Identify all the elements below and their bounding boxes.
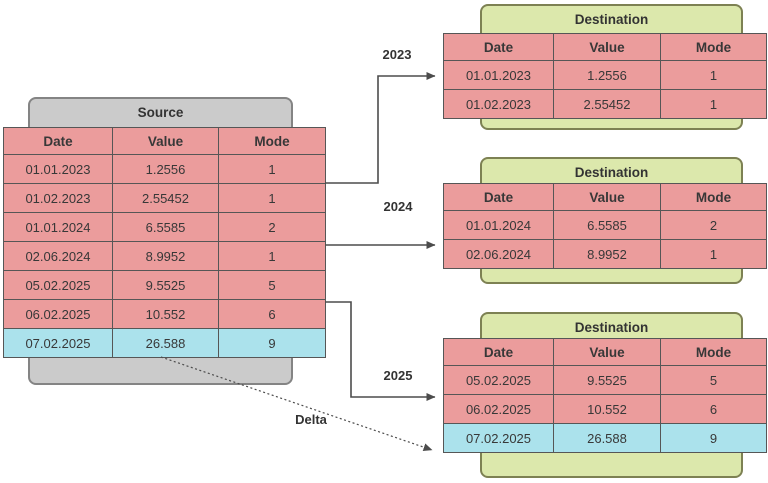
cell-date: 07.02.2025 xyxy=(3,328,113,358)
column-header-mode: Mode xyxy=(218,127,326,155)
cell-value: 2.55452 xyxy=(112,183,219,213)
cell-mode: 9 xyxy=(218,328,326,358)
arrow-label-2025: 2025 xyxy=(383,368,413,383)
cell-mode: 6 xyxy=(218,299,326,329)
cell-date: 01.02.2023 xyxy=(3,183,113,213)
cell-value: 1.2556 xyxy=(112,154,219,184)
table-row: 06.02.2025 10.552 6 xyxy=(443,394,767,424)
cell-date: 07.02.2025 xyxy=(443,423,554,453)
source-header-row: Date Value Mode xyxy=(3,127,326,155)
destination-2025-table: Date Value Mode 05.02.2025 9.5525 5 06.0… xyxy=(443,338,767,453)
source-table: Date Value Mode 01.01.2023 1.2556 1 01.0… xyxy=(3,127,326,358)
cell-date: 05.02.2025 xyxy=(443,365,554,395)
cell-mode: 1 xyxy=(218,183,326,213)
cell-mode: 2 xyxy=(660,210,767,240)
destination-2023-table: Date Value Mode 01.01.2023 1.2556 1 01.0… xyxy=(443,33,767,119)
cell-mode: 1 xyxy=(660,89,767,119)
cell-mode: 6 xyxy=(660,394,767,424)
destination-header-row: Date Value Mode xyxy=(443,33,767,61)
cell-date: 01.01.2024 xyxy=(3,212,113,242)
column-header-mode: Mode xyxy=(660,183,767,211)
cell-mode: 1 xyxy=(218,154,326,184)
table-row: 06.02.2025 10.552 6 xyxy=(3,299,326,329)
cell-date: 02.06.2024 xyxy=(3,241,113,271)
source-container-title: Source xyxy=(137,105,184,120)
cell-date: 05.02.2025 xyxy=(3,270,113,300)
arrow-label-2024: 2024 xyxy=(383,199,413,214)
column-header-date: Date xyxy=(3,127,113,155)
destination-2024-table: Date Value Mode 01.01.2024 6.5585 2 02.0… xyxy=(443,183,767,269)
table-row: 02.06.2024 8.9952 1 xyxy=(3,241,326,271)
destination-2023-title: Destination xyxy=(574,12,649,27)
arrow-label-2023: 2023 xyxy=(382,47,412,62)
destination-header-row: Date Value Mode xyxy=(443,183,767,211)
cell-date: 01.01.2024 xyxy=(443,210,554,240)
column-header-value: Value xyxy=(553,183,661,211)
table-row: 05.02.2025 9.5525 5 xyxy=(3,270,326,300)
cell-mode: 5 xyxy=(218,270,326,300)
table-row: 01.01.2024 6.5585 2 xyxy=(3,212,326,242)
column-header-value: Value xyxy=(553,33,661,61)
table-row-highlighted: 07.02.2025 26.588 9 xyxy=(443,423,767,453)
column-header-date: Date xyxy=(443,33,554,61)
table-row: 05.02.2025 9.5525 5 xyxy=(443,365,767,395)
cell-value: 9.5525 xyxy=(553,365,661,395)
table-row-highlighted: 07.02.2025 26.588 9 xyxy=(3,328,326,358)
cell-date: 06.02.2025 xyxy=(3,299,113,329)
column-header-date: Date xyxy=(443,338,554,366)
cell-mode: 5 xyxy=(660,365,767,395)
cell-value: 6.5585 xyxy=(112,212,219,242)
destination-2025-title: Destination xyxy=(574,320,649,335)
cell-value: 26.588 xyxy=(112,328,219,358)
table-row: 01.01.2023 1.2556 1 xyxy=(443,60,767,90)
cell-value: 10.552 xyxy=(553,394,661,424)
cell-date: 06.02.2025 xyxy=(443,394,554,424)
cell-mode: 1 xyxy=(660,239,767,269)
table-row: 01.01.2023 1.2556 1 xyxy=(3,154,326,184)
column-header-date: Date xyxy=(443,183,554,211)
cell-value: 1.2556 xyxy=(553,60,661,90)
column-header-mode: Mode xyxy=(660,338,767,366)
table-row: 01.02.2023 2.55452 1 xyxy=(3,183,326,213)
table-row: 01.02.2023 2.55452 1 xyxy=(443,89,767,119)
cell-value: 9.5525 xyxy=(112,270,219,300)
cell-date: 01.02.2023 xyxy=(443,89,554,119)
cell-mode: 9 xyxy=(660,423,767,453)
column-header-value: Value xyxy=(112,127,219,155)
cell-value: 8.9952 xyxy=(112,241,219,271)
cell-mode: 2 xyxy=(218,212,326,242)
cell-date: 01.01.2023 xyxy=(443,60,554,90)
cell-mode: 1 xyxy=(660,60,767,90)
cell-value: 6.5585 xyxy=(553,210,661,240)
cell-date: 01.01.2023 xyxy=(3,154,113,184)
cell-value: 2.55452 xyxy=(553,89,661,119)
cell-value: 10.552 xyxy=(112,299,219,329)
cell-value: 8.9952 xyxy=(553,239,661,269)
cell-value: 26.588 xyxy=(553,423,661,453)
table-row: 02.06.2024 8.9952 1 xyxy=(443,239,767,269)
column-header-value: Value xyxy=(553,338,661,366)
destination-2024-title: Destination xyxy=(574,165,649,180)
column-header-mode: Mode xyxy=(660,33,767,61)
arrow-2023 xyxy=(325,72,436,184)
cell-mode: 1 xyxy=(218,241,326,271)
table-row: 01.01.2024 6.5585 2 xyxy=(443,210,767,240)
destination-header-row: Date Value Mode xyxy=(443,338,767,366)
arrow-label-delta: Delta xyxy=(295,412,327,427)
cell-date: 02.06.2024 xyxy=(443,239,554,269)
